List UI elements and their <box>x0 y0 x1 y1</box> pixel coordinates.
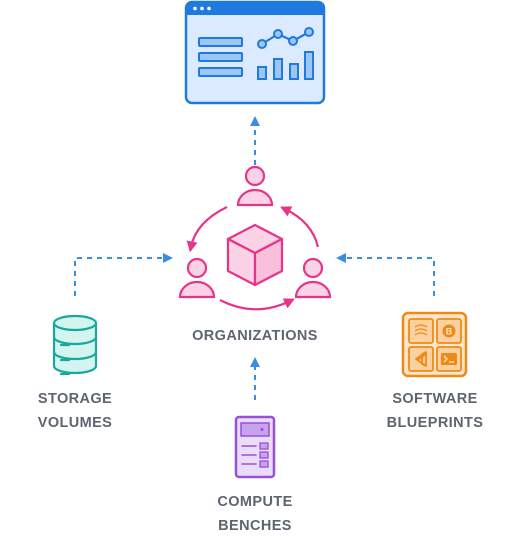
database-icon <box>52 314 98 376</box>
software-blueprint-icon: B <box>401 311 468 378</box>
bitcoin-icon: B <box>442 324 456 338</box>
compute-benches-label: COMPUTE BENCHES <box>190 490 320 538</box>
software-blueprints-label: SOFTWARE BLUEPRINTS <box>372 387 498 435</box>
user-icon-left <box>178 257 216 299</box>
user-icon-top <box>236 165 274 207</box>
cycle-arrow-bottom <box>219 298 295 311</box>
organizations-label-text: ORGANIZATIONS <box>192 328 318 344</box>
software-label-line2: BLUEPRINTS <box>386 415 484 431</box>
vscode-icon <box>415 351 427 367</box>
compute-label-line1: COMPUTE <box>217 494 293 510</box>
organizations-label: ORGANIZATIONS <box>155 324 355 348</box>
cycle-arrow-right <box>280 206 320 248</box>
mini-line-graph <box>257 27 314 49</box>
connectors <box>74 116 435 400</box>
svg-text:B: B <box>446 327 453 337</box>
list-lines <box>198 37 243 77</box>
swirl-logo-icon <box>414 324 428 336</box>
terminal-icon <box>441 353 457 365</box>
storage-label-line2: VOLUMES <box>37 415 113 431</box>
cycle-arrow-left <box>186 206 228 253</box>
storage-label-line1: STORAGE <box>37 391 113 407</box>
arrow-from-storage <box>74 253 173 296</box>
user-icon-right <box>294 257 332 299</box>
storage-volumes-label: STORAGE VOLUMES <box>15 387 135 435</box>
arrow-from-software <box>336 253 435 296</box>
cube-icon <box>226 223 284 287</box>
mini-bar-chart <box>257 51 314 80</box>
server-icon <box>234 415 276 479</box>
compute-label-line2: BENCHES <box>218 518 292 534</box>
dashboard-window-icon <box>184 0 326 105</box>
organizations-cluster <box>178 165 332 311</box>
software-label-line1: SOFTWARE <box>392 391 478 407</box>
